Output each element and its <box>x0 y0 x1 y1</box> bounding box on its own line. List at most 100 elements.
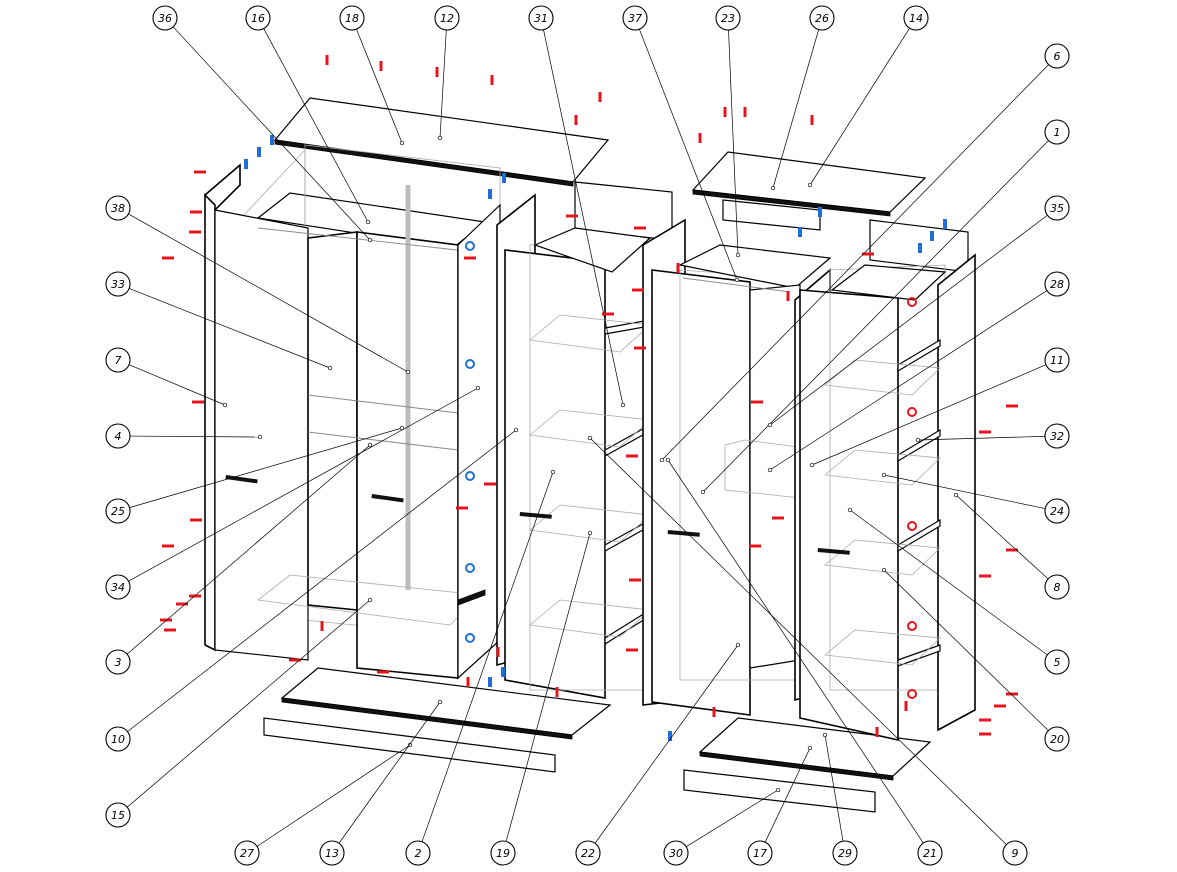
screw-icon <box>979 430 991 434</box>
screw-icon <box>160 618 172 622</box>
dowel-icon <box>488 189 492 199</box>
callout-circle <box>1044 649 1070 675</box>
leader-endpoint-8 <box>953 492 959 498</box>
callout-label: 23 <box>721 12 735 25</box>
callout-label: 6 <box>1054 50 1061 63</box>
callout-5: 5 <box>1044 649 1070 675</box>
callout-label: 26 <box>815 12 829 25</box>
screw-icon <box>676 263 680 273</box>
leader-line-36 <box>172 26 371 241</box>
callout-label: 20 <box>1050 733 1064 746</box>
callout-9: 9 <box>1002 840 1028 866</box>
callout-29: 29 <box>832 840 858 866</box>
screw-icon <box>634 346 646 350</box>
callout-label: 15 <box>111 809 125 822</box>
dowel-icon <box>798 227 802 237</box>
leader-line-38 <box>128 213 409 373</box>
screw-icon <box>723 107 727 117</box>
dowel-icon <box>488 677 492 687</box>
screw-icon <box>162 256 174 260</box>
dowel-icon <box>668 731 672 741</box>
leader-line-27 <box>256 744 411 847</box>
handle-icon <box>519 512 552 519</box>
leader-endpoint-13 <box>437 699 443 705</box>
callout-circle <box>1044 271 1070 297</box>
screw-icon <box>1006 548 1018 552</box>
cam-lock-icon <box>907 689 917 699</box>
leader-line-37 <box>639 29 738 281</box>
screw-icon <box>743 107 747 117</box>
callout-13: 13 <box>319 840 345 866</box>
screw-icon <box>626 648 638 652</box>
callout-label: 22 <box>581 847 595 860</box>
callout-circle <box>234 840 260 866</box>
right-front-panel <box>799 289 899 741</box>
screw-icon <box>289 658 301 662</box>
leader-line-8 <box>955 494 1049 580</box>
leader-endpoint-14 <box>807 182 813 188</box>
callout-circle <box>917 840 943 866</box>
dowel-icon <box>244 159 248 169</box>
callout-circle <box>105 423 131 449</box>
callout-label: 37 <box>628 12 642 25</box>
callout-circle <box>1044 423 1070 449</box>
fasteners <box>160 55 1018 741</box>
callout-circle <box>622 5 648 31</box>
callout-17: 17 <box>747 840 773 866</box>
callout-label: 25 <box>111 505 125 518</box>
leader-line-10 <box>127 429 517 732</box>
callout-16: 16 <box>245 5 271 31</box>
left-cabinet <box>203 97 612 773</box>
leader-endpoint-35 <box>767 422 773 428</box>
callout-33: 33 <box>105 271 131 297</box>
callout-circle <box>105 726 131 752</box>
handle-icon <box>667 530 700 537</box>
leader-line-3 <box>126 444 371 655</box>
callout-circle <box>105 649 131 675</box>
leader-endpoint-24 <box>881 472 887 478</box>
callout-label: 1 <box>1054 126 1061 139</box>
screw-icon <box>490 75 494 85</box>
callout-circle <box>1044 726 1070 752</box>
screw-icon <box>189 230 201 234</box>
left-divider-panel <box>457 203 501 680</box>
callout-circle <box>105 802 131 828</box>
leader-endpoint-5 <box>847 507 853 513</box>
callout-circle <box>528 5 554 31</box>
screw-icon <box>176 602 188 606</box>
leader-line-15 <box>126 599 371 808</box>
screw-icon <box>626 454 638 458</box>
leader-endpoint-4 <box>257 434 263 440</box>
callout-circle <box>434 5 460 31</box>
callout-20: 20 <box>1044 726 1070 752</box>
callout-label: 32 <box>1050 430 1064 443</box>
leader-line-20 <box>883 569 1049 731</box>
callout-24: 24 <box>1044 498 1070 524</box>
callout-35: 35 <box>1044 195 1070 221</box>
cam-lock-icon <box>465 563 475 573</box>
leader-line-31 <box>543 29 624 406</box>
leader-line-9 <box>589 437 1007 845</box>
callout-label: 16 <box>251 12 265 25</box>
callout-8: 8 <box>1044 574 1070 600</box>
callout-4: 4 <box>105 423 131 449</box>
leader-endpoint-38 <box>405 369 411 375</box>
screw-icon <box>772 516 784 520</box>
screw-icon <box>484 482 496 486</box>
callout-circle <box>1044 119 1070 145</box>
screw-icon <box>164 628 176 632</box>
callout-label: 24 <box>1050 505 1064 518</box>
callout-21: 21 <box>917 840 943 866</box>
screw-icon <box>751 400 763 404</box>
leader-endpoint-28 <box>767 467 773 473</box>
dowel-icon <box>257 147 261 157</box>
callout-circle <box>747 840 773 866</box>
leader-endpoint-29 <box>822 732 828 738</box>
callout-11: 11 <box>1044 347 1070 373</box>
handle-icon <box>817 548 850 555</box>
callout-32: 32 <box>1044 423 1070 449</box>
screw-icon <box>979 732 991 736</box>
screw-icon <box>979 718 991 722</box>
leader-line-16 <box>263 28 369 223</box>
leader-line-26 <box>772 29 820 189</box>
